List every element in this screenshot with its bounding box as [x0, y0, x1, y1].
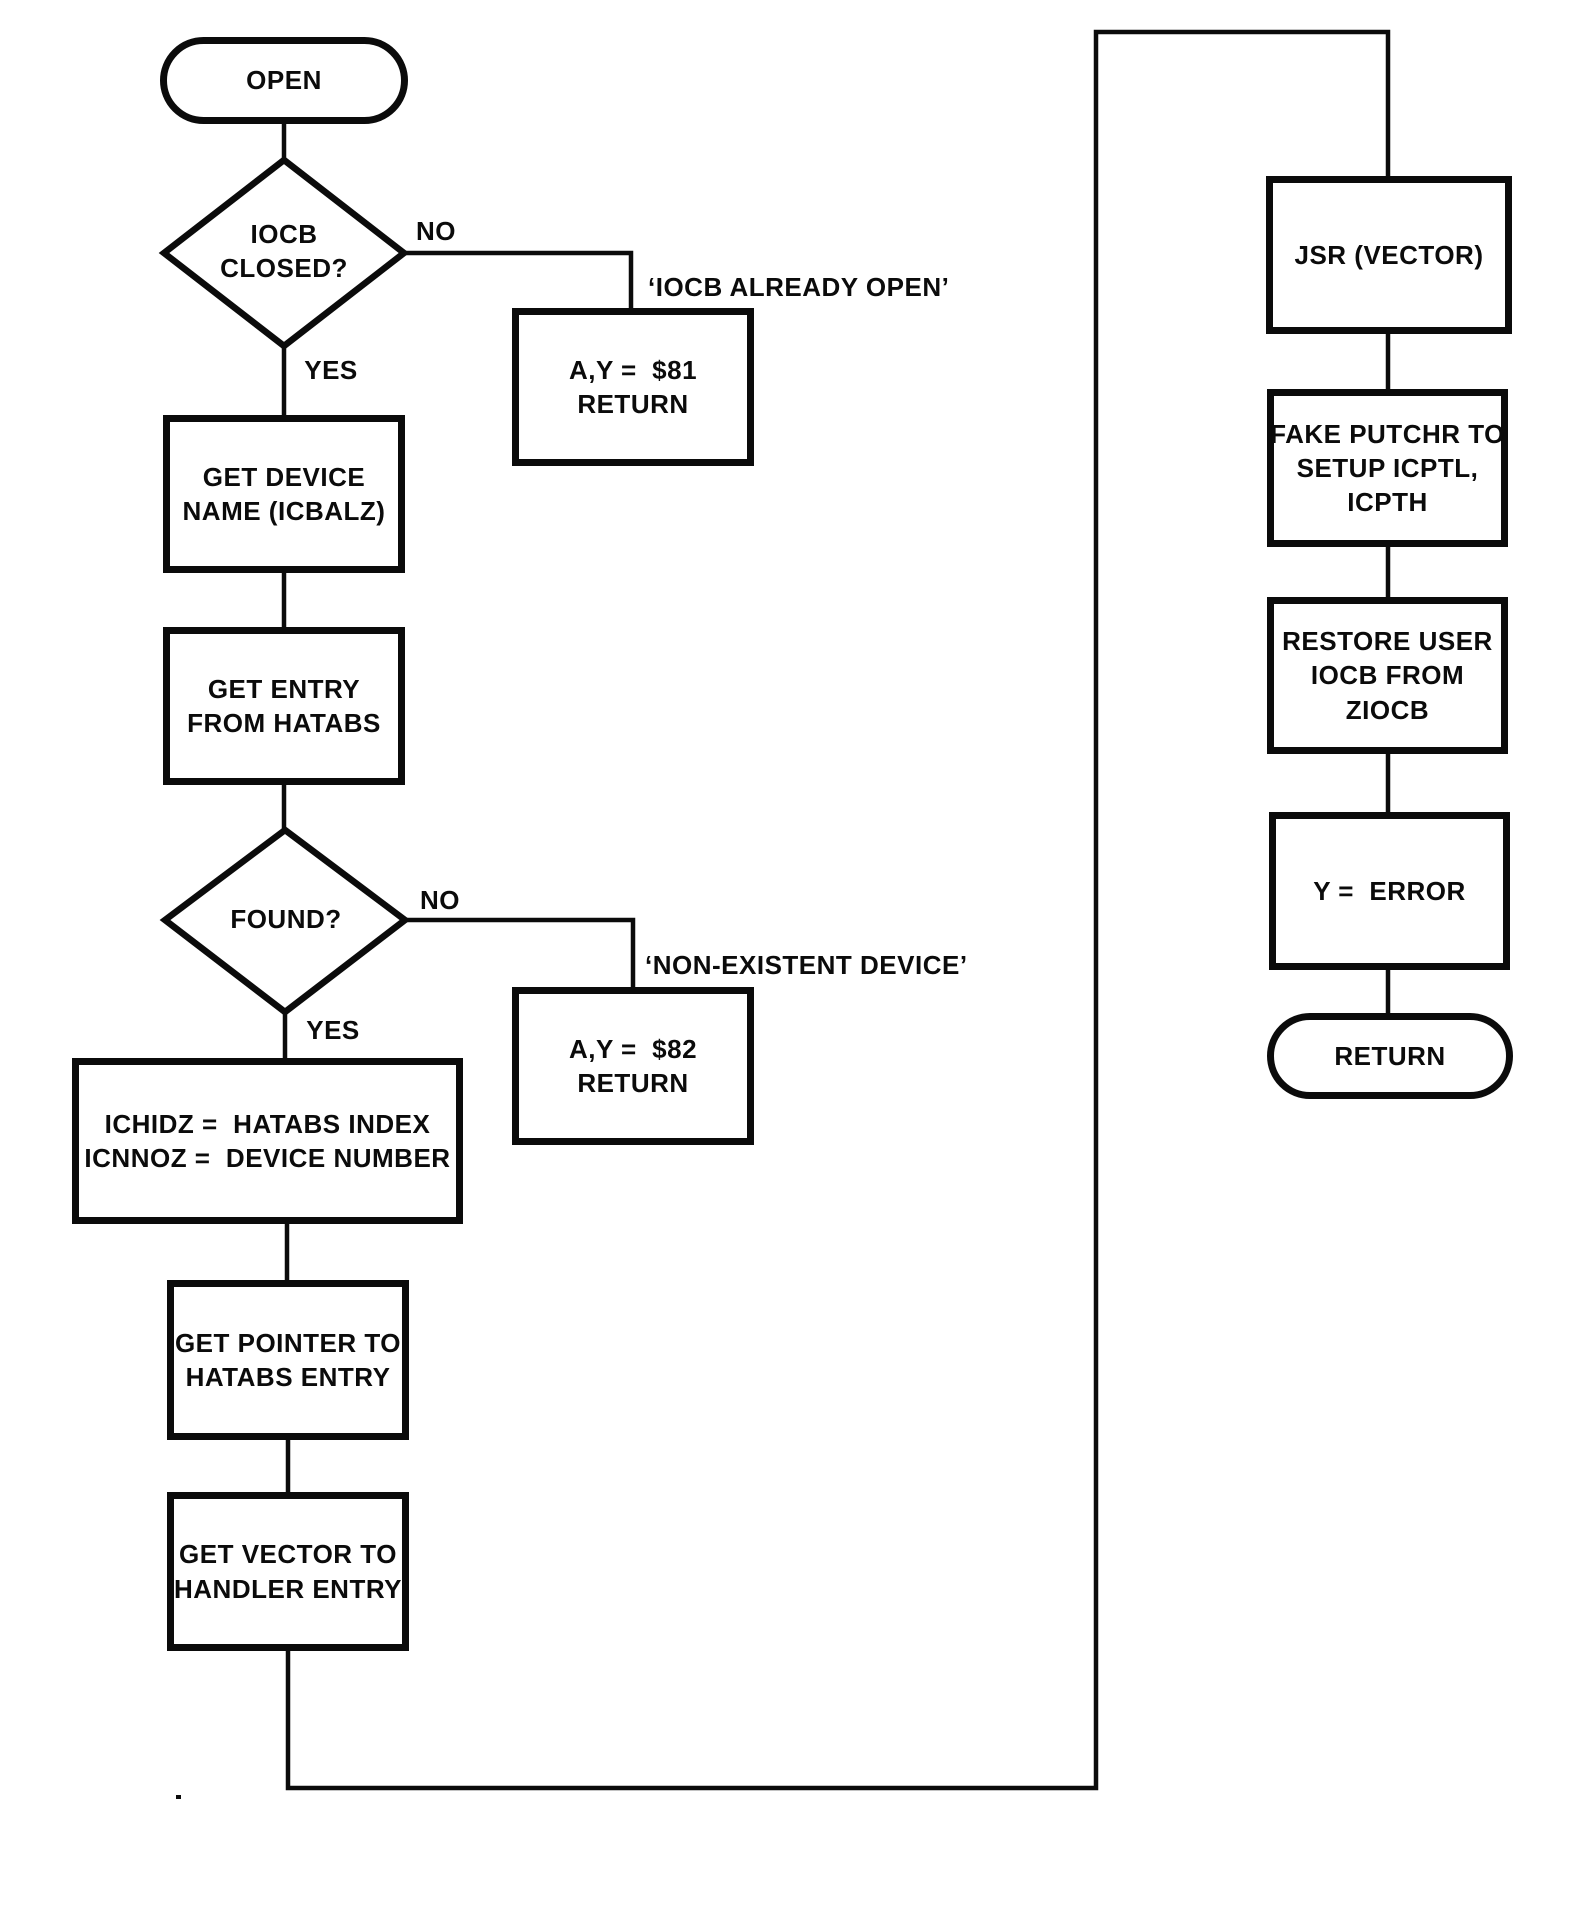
- edge-getvector-loop-to-jsr: [285, 29, 1391, 1791]
- node-iocb-closed-label: IOCB CLOSED?: [220, 219, 348, 283]
- node-return-82-label: A,Y = $82 RETURN: [568, 1033, 698, 1098]
- node-get-pointer-to-hatabs: GET POINTER TO HATABS ENTRY: [167, 1280, 409, 1440]
- note-iocb-already-open: ‘IOCB ALREADY OPEN’: [648, 272, 950, 302]
- node-get-pointer-to-hatabs-label: GET POINTER TO HATABS ENTRY: [174, 1327, 402, 1392]
- edge-label-iocbclosed-yes: YES: [304, 355, 358, 385]
- node-get-vector-to-handler: GET VECTOR TO HANDLER ENTRY: [167, 1492, 409, 1651]
- edge-label-found-yes: YES: [306, 1015, 360, 1045]
- node-open-label: OPEN: [246, 65, 322, 96]
- edge-label-found-no: NO: [420, 885, 460, 915]
- node-restore-user-iocb: RESTORE USER IOCB FROM ZIOCB: [1267, 597, 1508, 754]
- decision-iocb-closed-shape: [158, 155, 410, 351]
- node-return-end: RETURN: [1267, 1013, 1513, 1099]
- node-restore-user-iocb-label: RESTORE USER IOCB FROM ZIOCB: [1282, 626, 1493, 725]
- node-open: OPEN: [160, 37, 408, 124]
- node-y-error-label: Y = ERROR: [1313, 875, 1466, 906]
- node-return-end-label: RETURN: [1334, 1040, 1446, 1071]
- node-get-entry-from-hatabs: GET ENTRY FROM HATABS: [163, 627, 405, 785]
- node-get-vector-to-handler-label: GET VECTOR TO HANDLER ENTRY: [174, 1539, 402, 1604]
- node-get-entry-from-hatabs-label: GET ENTRY FROM HATABS: [187, 673, 381, 738]
- node-ichidz-icnnoz: ICHIDZ = HATABS INDEX ICNNOZ = DEVICE NU…: [72, 1058, 463, 1224]
- note-non-existent-device: ‘NON-EXISTENT DEVICE’: [645, 950, 968, 980]
- edge-iocbclosed-no: [402, 250, 634, 312]
- node-return-81: A,Y = $81 RETURN: [512, 308, 754, 466]
- node-found-label: FOUND?: [230, 904, 342, 934]
- node-jsr-vector-label: JSR (VECTOR): [1294, 239, 1484, 270]
- node-get-device-name: GET DEVICE NAME (ICBALZ): [163, 415, 405, 573]
- node-fake-putchr-label: FAKE PUTCHR TO SETUP ICPTL, ICPTH: [1270, 418, 1505, 518]
- node-y-error: Y = ERROR: [1269, 812, 1510, 970]
- node-fake-putchr: FAKE PUTCHR TO SETUP ICPTL, ICPTH: [1267, 389, 1508, 547]
- node-jsr-vector: JSR (VECTOR): [1266, 176, 1512, 334]
- node-get-device-name-label: GET DEVICE NAME (ICBALZ): [182, 461, 386, 526]
- node-ichidz-icnnoz-label: ICHIDZ = HATABS INDEX ICNNOZ = DEVICE NU…: [84, 1108, 451, 1173]
- scan-artifact-dot: [176, 1795, 181, 1799]
- decision-found-shape: [159, 825, 411, 1017]
- edge-label-iocbclosed-no: NO: [416, 216, 456, 246]
- edge-found-no: [403, 917, 636, 991]
- node-return-81-label: A,Y = $81 RETURN: [568, 354, 698, 419]
- node-return-82: A,Y = $82 RETURN: [512, 987, 754, 1145]
